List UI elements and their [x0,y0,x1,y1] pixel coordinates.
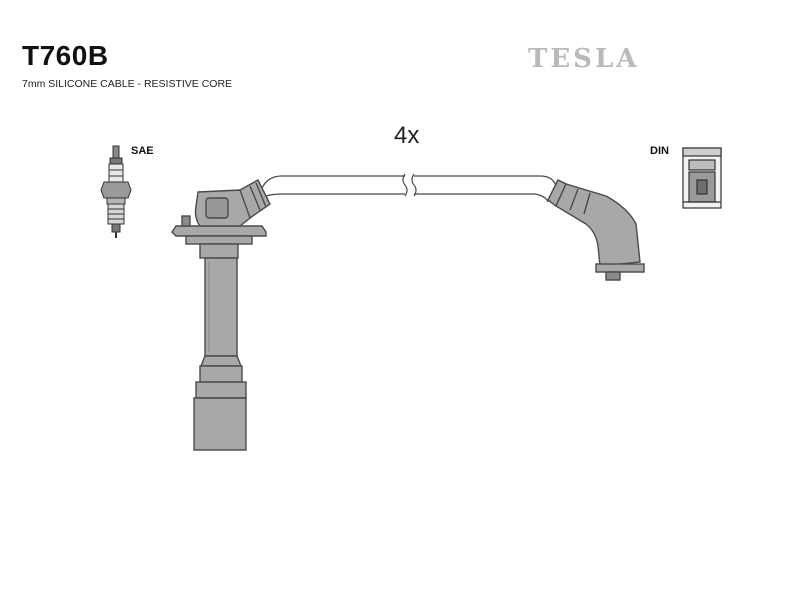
quantity-label: 4x [394,122,420,149]
straight-plug-boot [171,179,271,451]
product-description: 7mm SILICONE CABLE - RESISTIVE CORE [22,78,233,90]
cable-wire [261,175,557,203]
model-number: T760B [22,40,109,71]
spark-plug-icon [100,145,132,238]
cable-break-mark [402,173,417,197]
brand-logo: TESLA [528,44,640,74]
angled-coil-boot [547,179,645,281]
din-terminal-icon [682,147,722,209]
sae-label: SAE [131,145,154,157]
din-label: DIN [650,145,669,157]
